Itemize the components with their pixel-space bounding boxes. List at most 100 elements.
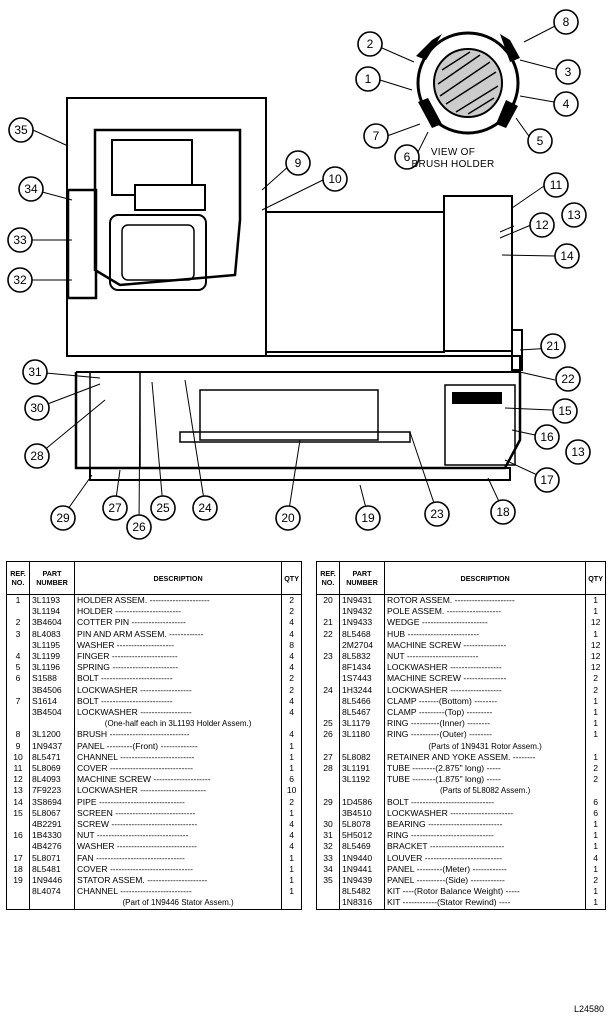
description-cell: LOUVER --------------------------- [383,852,587,864]
description-cell: SCREW ------------------------------ [73,819,283,831]
ref-no-cell: 12 [6,774,30,786]
ref-no-cell [316,639,340,652]
qty-cell: 6 [585,796,606,808]
ref-no-cell [6,897,30,910]
callout-15: 15 [552,398,578,424]
part-number-cell: 1N9441 [339,863,385,876]
qty-cell: 2 [585,673,606,685]
description-cell: BOLT ----------------------------- [383,796,587,808]
qty-cell: 6 [585,807,606,820]
table-note-row: (Part of 1N9446 Stator Assem.) [6,897,302,910]
ref-no-cell: 22 [316,628,340,640]
svg-text:30: 30 [30,401,44,415]
ref-no-cell: 28 [316,763,340,775]
part-number-cell: 3L1191 [339,763,385,775]
description-cell: TUBE --------(1.875" long) ----- [383,774,587,786]
callout-13: 13 [561,202,587,228]
callout-10: 10 [322,166,348,192]
callout-labels: 1 2 3 4 5 6 7 8 9 10 11 12 13 14 15 16 1… [7,9,591,540]
brush-holder-ring [416,31,520,135]
part-number-cell: 1N9431 [339,594,385,607]
description-cell: BOLT ------------------------- [73,673,283,685]
description-cell: RING ----------------------------- [383,830,587,842]
svg-text:17: 17 [540,473,554,487]
qty-cell: 2 [585,763,606,775]
ref-no-cell: 13 [6,785,30,797]
qty-cell: 1 [585,594,606,607]
diagram-drawing: 1 2 3 4 5 6 7 8 9 10 11 12 13 14 15 16 1… [7,9,591,540]
description-cell: HUB ------------------------- [383,628,587,640]
callout-33: 33 [7,227,33,253]
svg-text:1: 1 [365,72,372,86]
qty-cell: 12 [585,651,606,663]
part-number-cell: 4B2291 [29,819,75,831]
part-number-cell: 8L4093 [29,774,75,786]
description-cell: BOLT ------------------------- [73,695,283,708]
qty-cell: 1 [585,897,606,910]
description-cell: (Parts of 1N9431 Rotor Assem.) [383,740,587,752]
qty-cell: 8 [281,639,302,652]
callout-32: 32 [7,267,33,293]
part-number-cell: 3L1200 [29,729,75,741]
part-number-cell: 8L5466 [339,695,385,708]
ref-no-cell: 18 [6,863,30,876]
ref-no-cell: 17 [6,852,30,864]
svg-text:8: 8 [563,15,570,29]
part-number-cell: 3B4504 [29,707,75,719]
part-number-cell: 8F1434 [339,662,385,674]
description-cell: POLE ASSEM. ------------------- [383,606,587,618]
callout-17: 17 [534,467,560,493]
description-cell: WASHER ---------------------------- [73,841,283,853]
description-cell: BRACKET -------------------------- [383,841,587,853]
part-number-cell: 3L1199 [29,651,75,663]
svg-text:13: 13 [567,208,581,222]
callout-7: 7 [363,123,389,149]
table-note-row: (Parts of 5L8082 Assem.) [316,785,606,797]
callout-22: 22 [555,366,581,392]
fan-screen [452,392,502,404]
qty-cell [281,718,302,730]
ref-no-cell: 31 [316,830,340,842]
ref-no-cell: 1 [6,594,30,607]
part-number-cell: 3L1194 [29,606,75,618]
description-cell: RING ----------(Inner) -------- [383,718,587,730]
svg-text:25: 25 [156,501,170,515]
frame-top-rail [76,355,521,373]
ref-no-cell: 9 [6,740,30,752]
callout-24: 24 [192,495,218,521]
qty-cell: 2 [281,606,302,618]
svg-text:22: 22 [561,372,575,386]
qty-cell: 4 [585,852,606,864]
ref-no-cell [316,662,340,674]
callout-2: 2 [357,31,383,57]
figure-id: L24580 [573,1004,604,1014]
qty-cell: 6 [281,774,302,786]
description-cell: CLAMP ---------(Top) --------- [383,707,587,719]
qty-cell: 4 [281,695,302,708]
ref-no-cell [316,785,340,797]
callout-6: 6 [394,144,420,170]
qty-cell: 1 [585,819,606,831]
part-number-cell: 8L5832 [339,651,385,663]
qty-cell: 1 [585,729,606,741]
svg-text:29: 29 [56,511,70,525]
brush-holder-view [416,31,520,135]
header-part-number: PART NUMBER [29,561,75,595]
ref-no-cell: 7 [6,695,30,708]
description-cell: NUT -------------------------------- [73,830,283,842]
